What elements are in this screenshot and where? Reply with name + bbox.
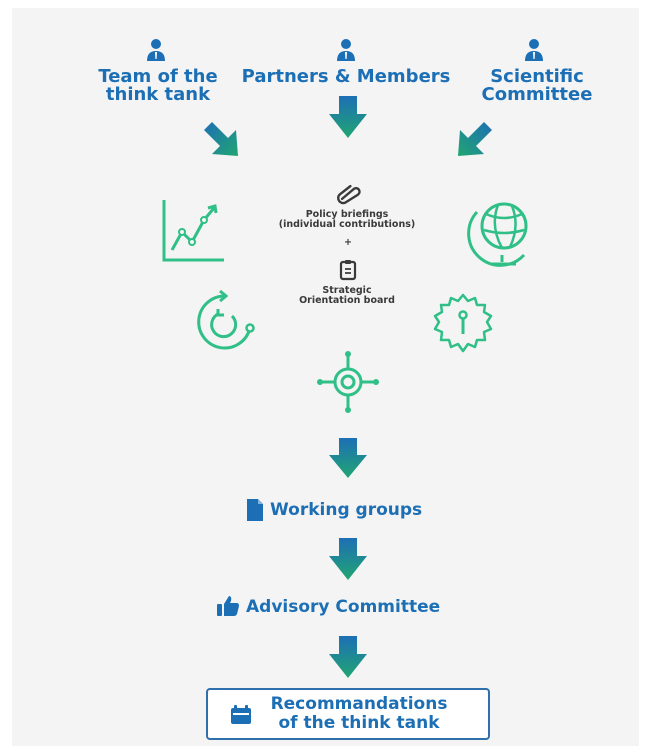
globe-icon <box>467 202 528 267</box>
arrow-down-icon <box>329 636 367 678</box>
document-icon <box>247 499 263 521</box>
source-scientific-line2: Committee <box>481 84 593 105</box>
recommendations-box <box>206 688 490 740</box>
person-icon <box>337 39 355 61</box>
line-chart-icon <box>162 200 224 262</box>
person-icon <box>147 39 165 61</box>
arrow-diagonal-icon <box>204 122 238 156</box>
recommendations-line2: of the think tank <box>278 713 440 733</box>
target-icon <box>317 351 379 413</box>
arrow-diagonal-icon <box>458 122 492 156</box>
cycle-icon <box>197 289 255 350</box>
briefings-label: Policy briefings (individual contributio… <box>262 210 432 230</box>
briefings-line1: Policy briefings <box>305 209 389 220</box>
source-team-line2: think tank <box>105 84 211 105</box>
recommendations-label: Recommandations of the think tank <box>256 695 462 733</box>
recommendations-line1: Recommandations <box>270 694 448 714</box>
arrow-down-icon <box>329 538 367 580</box>
clipboard-icon <box>339 260 357 281</box>
person-icon <box>525 39 543 61</box>
source-scientific-line1: Scientific <box>490 66 584 87</box>
source-partners-label: Partners & Members <box>236 68 456 86</box>
arrow-down-icon <box>329 438 367 478</box>
diagram-canvas <box>12 8 639 746</box>
gear-icon <box>433 293 493 353</box>
board-label: Strategic Orientation board <box>272 286 422 306</box>
board-line1: Strategic <box>322 285 372 296</box>
plus-label: + <box>344 237 352 248</box>
briefings-line2: (individual contributions) <box>278 219 416 230</box>
source-partners-line1: Partners & Members <box>241 66 451 87</box>
source-team-line1: Team of the <box>98 66 218 87</box>
advisory-committee-label: Advisory Committee <box>246 597 441 617</box>
source-scientific-label: Scientific Committee <box>462 68 612 104</box>
calendar-icon <box>231 705 251 724</box>
thumbs-up-icon <box>217 596 239 616</box>
arrow-down-icon <box>329 96 367 138</box>
paperclip-icon <box>337 184 361 205</box>
source-team-label: Team of the think tank <box>78 68 238 104</box>
board-line2: Orientation board <box>299 295 395 306</box>
working-groups-label: Working groups <box>270 500 423 520</box>
